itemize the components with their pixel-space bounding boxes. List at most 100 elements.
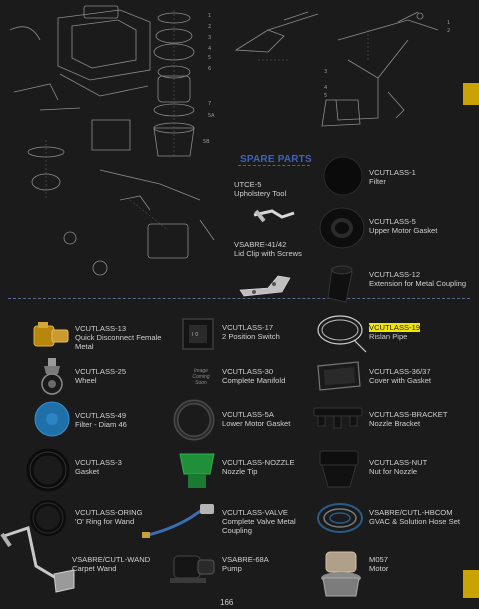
- svg-text:I 0: I 0: [192, 332, 198, 338]
- pump-image: [170, 555, 215, 583]
- nozzle-tip-image: [179, 453, 215, 488]
- exploded-diagram-drawing: [9, 5, 215, 276]
- part-code: VCUTLASS-5A: [222, 410, 274, 419]
- part-description: Cover with Gasket: [369, 376, 432, 385]
- upholstery-tool-image: [253, 209, 295, 223]
- motor-image: [321, 551, 361, 597]
- part-code: UTCE-5: [234, 180, 262, 189]
- part-description: Carpet Wand: [72, 564, 117, 573]
- part-code: VCUTLASS-BRACKET: [369, 410, 448, 419]
- carpet-wand-image: [0, 526, 75, 593]
- o-ring-image: [30, 500, 66, 536]
- part-code: VCUTLASS-5: [369, 217, 416, 226]
- part-code: VSABRE-41/42: [234, 240, 287, 249]
- gasket-image: [26, 448, 70, 492]
- part-description: Pump: [222, 564, 242, 573]
- wand-diagram-callout: 3: [324, 69, 328, 75]
- part-vcutlass-nozzle: VCUTLASS-NOZZLE Nozzle Tip: [222, 458, 295, 476]
- nozzle-nut-image: [319, 450, 359, 488]
- diagram-callout: 4: [208, 46, 212, 52]
- part-vcutlass-19: VCUTLASS-19 Rislan Pipe: [369, 323, 421, 341]
- section-tab-top: [463, 83, 479, 105]
- part-vcutlass-valve: VCUTLASS-VALVE Complete Valve Metal Coup…: [222, 508, 312, 535]
- image-coming-soon-placeholder: Image Coming Soon: [184, 368, 218, 386]
- diagram-callout: 1: [208, 13, 212, 19]
- page-number: 166: [220, 598, 234, 607]
- part-code: VCUTLASS-ORING: [75, 508, 143, 517]
- part-description: Upper Motor Gasket: [369, 226, 438, 235]
- part-vsabre-cutl-hbcom: VSABRE/CUTL-HBCOM GVAC & Solution Hose S…: [369, 508, 469, 526]
- part-vcutlass-12: VCUTLASS-12 Extension for Metal Coupling: [369, 270, 466, 288]
- part-code: VSABRE-68A: [222, 555, 269, 564]
- lower-motor-gasket-image: [173, 399, 215, 441]
- part-vsabre-68a: VSABRE-68A Pump: [222, 555, 269, 573]
- part-code: VCUTLASS-49: [75, 411, 127, 420]
- extension-coupling-image: [327, 265, 353, 303]
- part-description: GVAC & Solution Hose Set: [369, 517, 461, 526]
- diagram-callout: 7: [208, 101, 212, 107]
- section-divider: [8, 298, 470, 299]
- part-code: VSABRE/CUTL-WAND: [72, 555, 151, 564]
- diagram-callout: 2: [208, 24, 212, 30]
- part-code: VCUTLASS-36/37: [369, 367, 431, 376]
- part-description: Lid Clip with Screws: [234, 249, 302, 258]
- wand-diagram-drawing: [234, 11, 439, 127]
- part-vcutlass-nut: VCUTLASS-NUT Nut for Nozzle: [369, 458, 427, 476]
- part-description: Nozzle Tip: [222, 467, 258, 476]
- part-code: VCUTLASS-25: [75, 367, 127, 376]
- part-description: Complete Valve Metal Coupling: [222, 517, 296, 535]
- part-vcutlass-13: VCUTLASS-13 Quick Disconnect Female Meta…: [75, 324, 165, 351]
- part-m057: M057 Motor: [369, 555, 388, 573]
- exploded-diagram-main: [0, 0, 226, 292]
- section-tab-bottom: [463, 570, 479, 598]
- diagram-callout: 5B: [203, 139, 210, 145]
- title-underline: [238, 165, 310, 166]
- section-title: SPARE PARTS: [240, 154, 312, 165]
- part-vcutlass-30: VCUTLASS-30 Complete Manifold: [222, 367, 285, 385]
- part-code-highlighted: VCUTLASS-19: [369, 323, 421, 332]
- part-code: VCUTLASS-30: [222, 367, 274, 376]
- part-description: Nozzle Bracket: [369, 419, 421, 428]
- placeholder-line: Image: [194, 368, 208, 374]
- blue-filter-image: [34, 401, 70, 437]
- part-description: Rislan Pipe: [369, 332, 408, 341]
- wand-diagram-callout: 4: [324, 85, 328, 91]
- wand-diagram-callout: 1: [447, 20, 451, 26]
- diagram-callout: 6: [208, 66, 212, 72]
- part-vcutlass-17: VCUTLASS-17 2 Position Switch: [222, 323, 280, 341]
- part-code: VCUTLASS-12: [369, 270, 421, 279]
- part-vcutlass-5a: VCUTLASS-5A Lower Motor Gasket: [222, 410, 290, 428]
- part-description: Wheel: [75, 376, 97, 385]
- part-vcutlass-25: VCUTLASS-25 Wheel: [75, 367, 126, 385]
- part-vcutlass-49: VCUTLASS-49 Filter - Diam 46: [75, 411, 127, 429]
- wand-diagram-callout: 2: [447, 28, 451, 34]
- part-description: Filter: [369, 177, 386, 186]
- part-code: VSABRE/CUTL-HBCOM: [369, 508, 453, 517]
- part-code: VCUTLASS-NOZZLE: [222, 458, 295, 467]
- part-vsabre-cutl-wand: VSABRE/CUTL-WAND Carpet Wand: [72, 555, 150, 573]
- part-description: 2 Position Switch: [222, 332, 280, 341]
- part-code: VCUTLASS-1: [369, 168, 416, 177]
- quick-disconnect-image: [33, 322, 69, 347]
- part-description: Extension for Metal Coupling: [369, 279, 467, 288]
- placeholder-line: Coming: [192, 374, 210, 380]
- hose-set-image: [317, 503, 363, 533]
- part-description: Filter - Diam 46: [75, 420, 127, 429]
- part-vsabre-41-42: VSABRE-41/42 Lid Clip with Screws: [234, 240, 302, 258]
- part-description: Motor: [369, 564, 389, 573]
- part-description: Complete Manifold: [222, 376, 286, 385]
- upper-motor-gasket-image: [319, 207, 365, 249]
- diagram-callout: 5: [208, 55, 212, 61]
- filter-image: [323, 156, 363, 196]
- wheel-image: [41, 358, 63, 395]
- part-vcutlass-3: VCUTLASS-3 Gasket: [75, 458, 122, 476]
- exploded-diagram-wand: [228, 0, 464, 140]
- part-description: Quick Disconnect Female Metal: [75, 333, 162, 351]
- placeholder-line: Soon: [195, 380, 207, 386]
- lid-clip-image: [239, 275, 291, 297]
- nozzle-bracket-image: [313, 407, 363, 429]
- part-code: VCUTLASS-NUT: [369, 458, 428, 467]
- part-code: M057: [369, 555, 388, 564]
- diagram-callout: 5A: [208, 113, 215, 119]
- diagram-callout: 3: [208, 35, 212, 41]
